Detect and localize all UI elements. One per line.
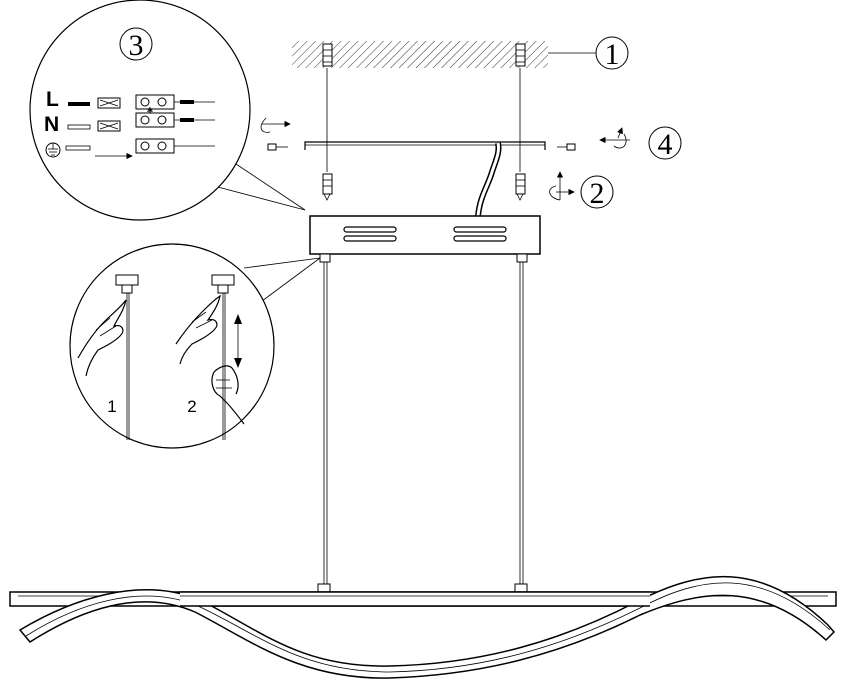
svg-text:1: 1	[605, 38, 620, 71]
adjust-substep-1: 1	[107, 397, 116, 416]
svg-text:2: 2	[590, 177, 605, 210]
suspension-cable-left	[323, 262, 328, 584]
ceiling	[292, 41, 548, 68]
svg-text:3: 3	[129, 29, 144, 62]
rotate-arrow-right	[599, 127, 630, 149]
live-wire-connection	[68, 94, 215, 110]
up-down-arrow-icon	[234, 314, 242, 368]
bracket-screw-right	[557, 143, 576, 151]
light-fixture-wave	[18, 575, 836, 679]
wiring-detail-circle: 3 L N	[29, 0, 306, 221]
hand-press-icon	[175, 294, 221, 365]
suspension-cable-right	[519, 262, 524, 584]
hand-pull-icon	[211, 365, 245, 425]
mounting-bracket	[267, 141, 576, 151]
callout-step-1: 1	[548, 36, 629, 71]
canopy	[309, 215, 541, 263]
bracket-screw-left	[267, 143, 288, 151]
svg-text:4: 4	[658, 128, 673, 161]
adjust-substep-2: 2	[187, 397, 196, 416]
callout-step-2: 2	[580, 175, 614, 210]
mounting-screw-right	[515, 173, 526, 201]
rotate-arrow-bottom	[549, 171, 575, 201]
wall-anchor-left	[322, 43, 333, 67]
callout-step-3: 3	[119, 27, 153, 62]
hand-press-icon	[77, 299, 127, 377]
mounting-screw-left	[322, 173, 333, 201]
neutral-wire-label: N	[44, 113, 59, 136]
svg-text:✱: ✱	[147, 106, 154, 115]
rotate-arrow-left	[260, 117, 291, 133]
neutral-wire-connection	[67, 112, 215, 132]
earth-symbol-icon	[45, 142, 61, 158]
wall-anchor-right	[515, 43, 526, 67]
cable-adjust-detail-circle: 1 2	[69, 243, 321, 449]
callout-step-4: 4	[648, 126, 682, 161]
live-wire-label: L	[46, 88, 59, 111]
earth-wire-connection	[65, 138, 215, 160]
